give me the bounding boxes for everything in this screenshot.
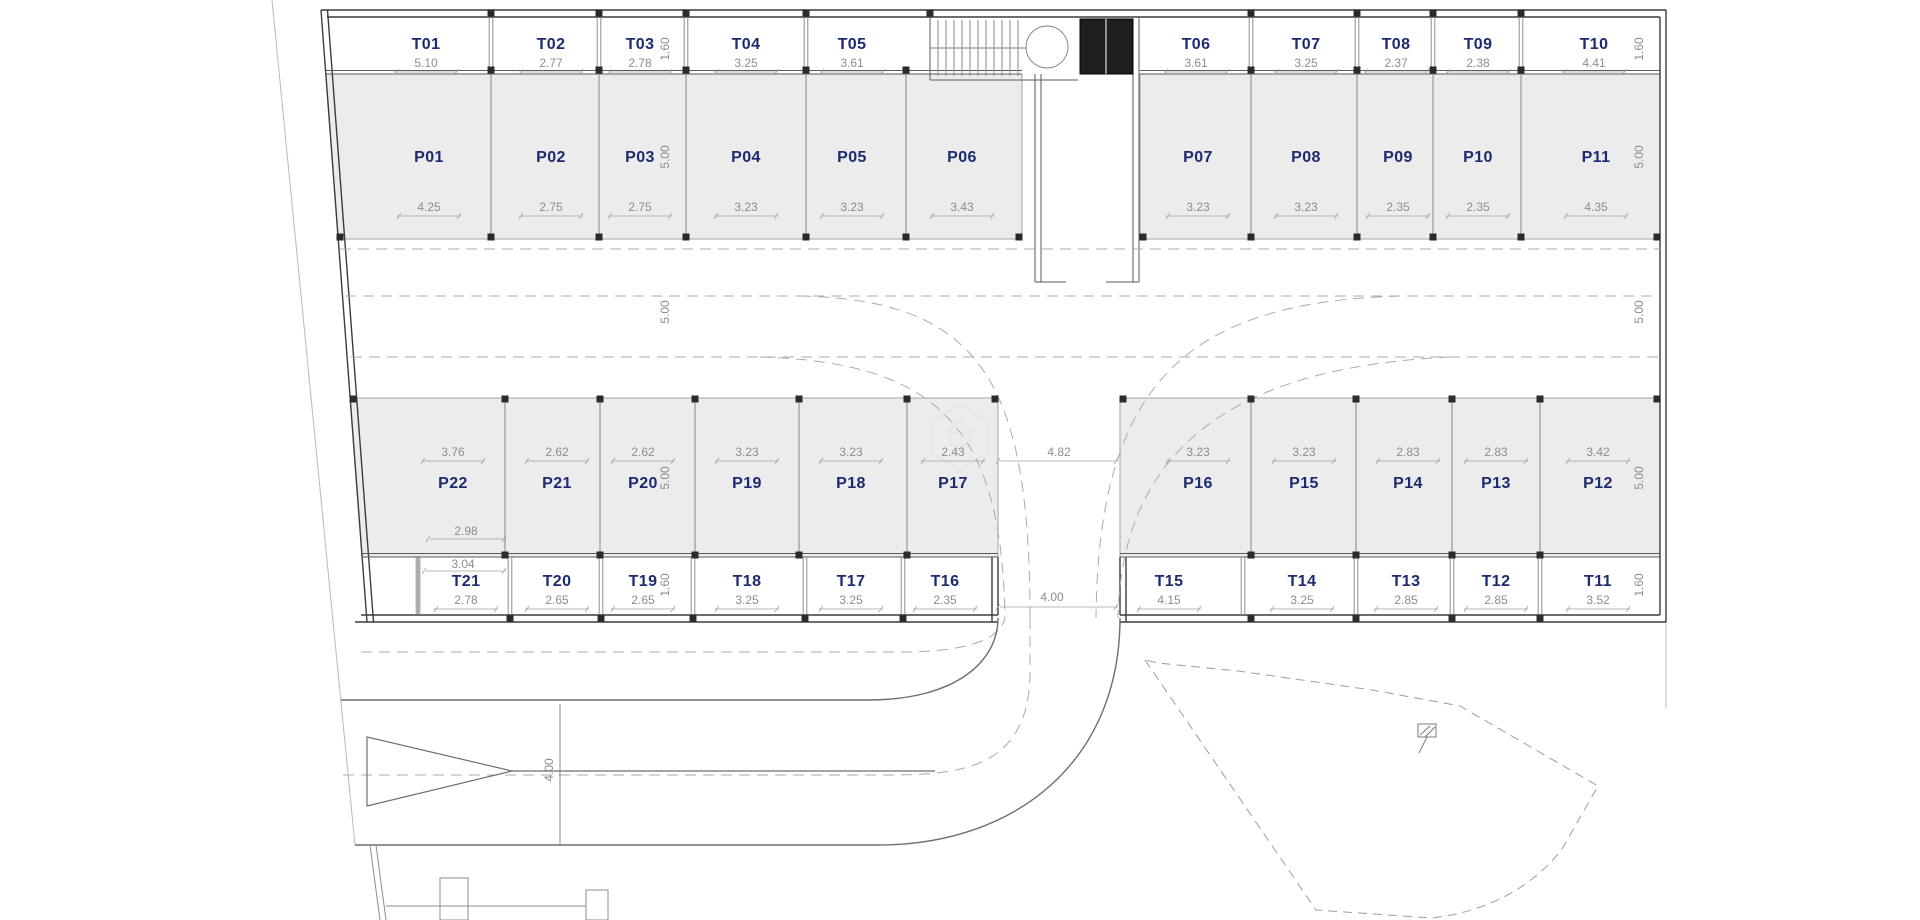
stairs	[930, 20, 1069, 76]
ramp-arrow	[366, 704, 935, 845]
drive-lane-markings	[340, 248, 1660, 776]
structural-columns	[336, 9, 1661, 622]
drain-symbol	[1417, 723, 1437, 754]
interior-walls	[326, 17, 1660, 615]
stall-divider-walls	[415, 17, 1543, 615]
misc-structures	[369, 844, 609, 920]
stall-dimension-lines	[393, 68, 1631, 613]
site-boundary-line	[271, 0, 1667, 846]
site-feature-boundary	[1143, 659, 1599, 919]
dimension-lines-static	[421, 457, 1119, 611]
elevator	[1079, 18, 1134, 75]
road-edges	[341, 617, 1121, 846]
parking-bands	[325, 73, 1661, 558]
building-walls	[320, 9, 1667, 623]
